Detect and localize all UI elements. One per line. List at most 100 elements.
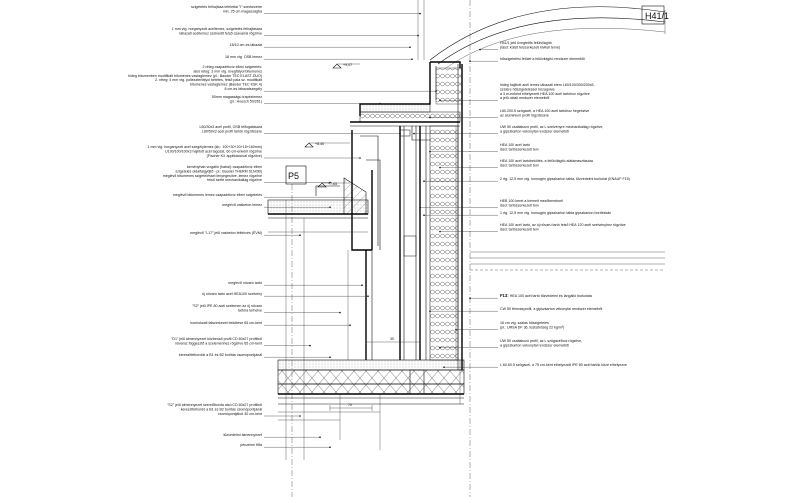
note-text: 18 mm vtg. OSB lemez (225, 55, 262, 59)
inner-wall (347, 125, 459, 361)
note-text: 50mm magasságú trapézlemez (212, 95, 262, 99)
note-text: "S2" jelű álmennyezet szerelőborda alsó … (167, 403, 262, 407)
svg-text:70: 70 (348, 403, 352, 407)
steel-profiles (267, 130, 381, 251)
note-left-13: új növarú tartó acél HEA100 szelvény (202, 292, 369, 298)
note-text: pénzérmi főfa (240, 443, 262, 447)
level-marker-roof: +9,07 (332, 63, 360, 69)
note-right-6: HEA 100 acél tartóbekötés, a felülvilágí… (439, 159, 593, 169)
grid-tag-h41-1: H41/1 (641, 5, 669, 25)
note-left-19: tűzvédelmi álmennyezet (223, 433, 321, 439)
note-text: (lásd: külső felszerkezeti kiviteli terv… (500, 45, 560, 49)
note-left-1: 1 mm vtg. horganyzott acéllemez, szigete… (172, 27, 419, 37)
note-left-18: "S2" jelű álmennyezet szerelőborda alsó … (167, 403, 301, 417)
note-text: (pl.: Hoesch 50/261) (230, 99, 262, 103)
note-text: szigetelés oldalfalgyűjtő - pl.: Bauder … (175, 169, 262, 173)
level-marker-mid: +8,40 (304, 142, 350, 148)
note-text: növarúz függesztő a szelemenhez rögzítve… (175, 341, 262, 345)
note-text: (pl.: URSA DF 36, testsűrűség 22 kg/m³) (500, 325, 564, 329)
note-left-12: meglévő növarú tartó (228, 281, 363, 287)
note-text: tűzvédelmi álmennyezet (223, 433, 262, 437)
note-right-3: L60.200.5 szögacél, a HEA 100 acél tartó… (429, 109, 589, 119)
note-text: új növarú tartó acél HEA100 szelvény (202, 292, 262, 296)
note-text: meglévő bitumenes szigeteléssel lényeges… (163, 174, 262, 178)
note-text: csomópontjából 40 cm-ként (218, 412, 262, 416)
note-text: 2 réteg csapadékvíz elleni szigetelés: (202, 65, 262, 69)
note-text: a 3 m-enként elhelyezett HEA 100 acél ta… (500, 92, 590, 96)
note-text: homlokzati falszerkezet bekötése 65 cm-k… (190, 321, 262, 325)
note-text: meglévő vasbeton lemez (222, 203, 262, 207)
note-left-5: 50mm magasságú trapézlemez(pl.: Hoesch 5… (212, 95, 381, 105)
right-annotations: H41/1 jelű üvegtetős felülvilágító(lásd:… (413, 41, 630, 369)
skylight-dome (429, 6, 666, 69)
note-right-8: HEB 100 keret a kiemelt mezőlemeknéllásd… (419, 199, 563, 209)
ceiling-assembly (277, 359, 465, 450)
note-text: "D1" jelű álmennyezet közbenső profil CD… (171, 337, 262, 341)
parapet-assembly (350, 62, 463, 370)
note-right-13: 16 cm vtg. szálas hőszigetelés(pl.: URSA… (455, 321, 564, 331)
svg-text:P5: P5 (288, 171, 299, 181)
note-text: hőszigetelési felület a felülvilágító re… (500, 57, 585, 61)
note-text: lásd: tartószerkezeti terv (500, 163, 539, 167)
note-text: CW 50 fémvázprofil, a gipszkarton vékony… (500, 307, 602, 311)
note-text: az aluminium profil rögzítésére (500, 113, 549, 117)
note-text: lábazati acéllemez szélvédő felső csavar… (179, 31, 262, 35)
note-left-14: "S2" jelű IPE 80 acél szelemen az új növ… (192, 304, 341, 314)
note-text: a jelű oldali rendszer elemeiből (500, 96, 550, 100)
note-text: bitumenes vastaglemez (Bauder TEC KSK 4) (190, 83, 262, 87)
note-left-15: homlokzati falszerkezet bekötése 65 cm-k… (190, 321, 351, 327)
note-right-15: L 60.60.5 szögacél, a 75 cm-ként elhelye… (443, 363, 627, 369)
note-text: lásd: tartószerkezeti terv (500, 227, 539, 231)
note-text: (Fischer KX applikációval rögzítve) (207, 154, 262, 158)
note-text: UW 50 csatlakozó profil, az L szelvényre… (500, 125, 603, 129)
note-left-7: 1 mm vtg. horganyzott acél szegélylemez … (148, 145, 361, 159)
left-annotations: szigetelés felhajtása lefelettal "I" sze… (128, 5, 437, 449)
svg-text:+8,40: +8,40 (315, 142, 324, 146)
note-right-10: HEA 100 acél tartó, az új növarú tartó f… (439, 223, 626, 233)
note-right-2: hideg hajlított acél lemez lábazati elem… (439, 83, 595, 102)
note-text: 16 cm vtg. szálas hőszigetelés (500, 321, 549, 325)
note-left-20: pénzérmi főfa (240, 443, 331, 449)
note-text: "S2" jelű IPE 80 acél szelemen az új növ… (192, 304, 262, 308)
note-text: alsó réteg: 3 mm vtg. üvegfátyol bitumen… (193, 69, 262, 73)
note-text: tartóra terhelve (238, 308, 262, 312)
note-text: keresztfelhordók a B1 és B2 borítás csom… (179, 353, 262, 357)
note-left-10: meglévő vasbeton lemez (222, 203, 331, 208)
note-text: min. 25 cm magasságba (223, 9, 262, 13)
svg-text:+9,07: +9,07 (343, 63, 352, 67)
note-text: lásd: tartószerkezeti terv (500, 147, 539, 151)
note-text: 2. réteg: 4 mm vtg. poliészterfátyol bet… (155, 78, 262, 82)
note-text: UW 50 csatlakozó profil, az L szögacélho… (500, 339, 582, 343)
note-text: keményhab vízgátló (habalj: csapadékvíz … (187, 165, 262, 169)
note-text: hideg bitumenben modifikált bitumenes va… (128, 74, 262, 78)
dimension-lines: 30 70 (329, 337, 421, 411)
note-left-2: 18/10 cm-es lábazat (230, 43, 411, 48)
note-text: felső szélé mechanikailag rögzítve (207, 178, 262, 182)
note-text: meglévő növarú tartó (228, 281, 262, 285)
note-text: hideg hajlított acél lemez lábazati elem… (500, 83, 595, 87)
note-right-12: CW 50 fémvázprofil, a gipszkarton vékony… (429, 307, 602, 313)
note-text: HEB 100 keret a kiemelt mezőlemeknél (500, 199, 563, 203)
note-left-0: szigetelés felhajtása lefelettal "I" sze… (191, 5, 421, 15)
note-text: 1 mm vtg. horganyzott acéllemez, szigete… (172, 27, 262, 31)
note-text: a gipszkarton vékonyfal rendszer elemeib… (500, 129, 569, 133)
reference-lines (470, 251, 665, 271)
note-text: szigetelés felhajtása lefelettal "I" sze… (191, 5, 262, 9)
note-left-3: 18 mm vtg. OSB lemez (225, 55, 413, 60)
note-text: 8 cm-es lábazatszegély (224, 87, 262, 91)
note-text: L60.200.5 szögacél, a HEA 100 acél tartó… (500, 109, 589, 113)
note-code: F13: (500, 293, 510, 298)
note-text: L80/50x3 acél profil tartók rögzítésére (202, 129, 262, 133)
grid-tag-label: H41/1 (645, 11, 669, 21)
note-text: 2 rtg. 12,5 mm vtg. homogén gipszkarton … (500, 177, 630, 181)
note-right-0: H41/1 jelű üvegtetős felülvilágító(lásd:… (479, 41, 560, 51)
svg-text:30: 30 (390, 337, 394, 341)
note-text: L60/30x3 acél profil, OSB felfogatására (199, 125, 262, 129)
note-text: keresztfelhordó a B1 és B2 borítás csomó… (181, 407, 263, 411)
note-right-11: F13: HEA 100 acél tartó tűzvédelmi és lá… (469, 293, 592, 300)
note-text: HEA 100 acél tartó, az új növarú tartó f… (500, 223, 626, 227)
note-text: HEA 100 acél tartó (500, 143, 530, 147)
